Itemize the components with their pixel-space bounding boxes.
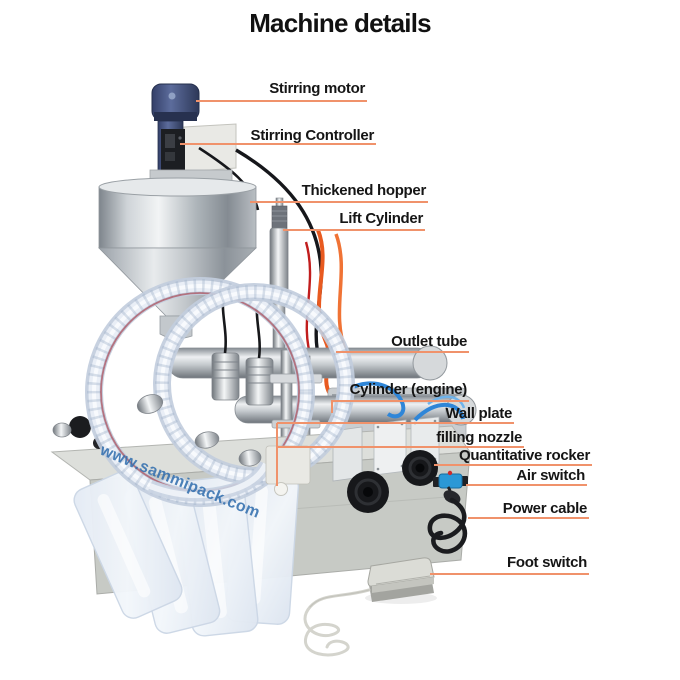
wall-plate-part (332, 416, 440, 482)
label-air-switch: Air switch (516, 467, 585, 484)
dosing-cylinders (211, 291, 274, 406)
label-stirring-controller: Stirring Controller (250, 127, 375, 144)
label-filling-nozzle: filling nozzle (436, 429, 522, 446)
label-thickened-hopper: Thickened hopper (301, 182, 427, 199)
label-quantitative-rocker: Quantitative rocker (458, 447, 590, 464)
label-outlet-tube: Outlet tube (391, 333, 467, 350)
air-switch-part (433, 470, 468, 489)
foot-switch-cable (303, 588, 371, 657)
stirring-controller-part (161, 123, 237, 174)
power-cable-part (427, 486, 468, 554)
label-foot-switch: Foot switch (506, 554, 587, 571)
label-lift-cylinder: Lift Cylinder (339, 210, 423, 227)
label-stirring-motor: Stirring motor (269, 80, 365, 97)
leader-lines (180, 100, 592, 575)
label-cylinder-engine: Cylinder (engine) (349, 381, 468, 398)
outlet-tube-part (85, 277, 355, 507)
label-wall-plate: Wall plate (445, 405, 513, 422)
page-title: Machine details (249, 8, 431, 38)
hose-fittings (52, 394, 262, 467)
foot-switch-part (365, 557, 437, 604)
liquid-bags (73, 471, 300, 637)
label-power-cable: Power cable (502, 500, 588, 517)
